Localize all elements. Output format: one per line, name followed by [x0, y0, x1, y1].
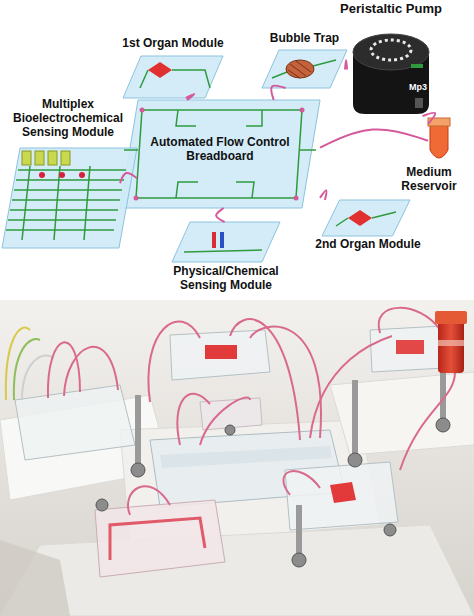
module-label: 1st Organ Module — [108, 37, 238, 51]
sensor-wire — [14, 339, 40, 400]
module-outline — [123, 56, 223, 98]
pink-tubing — [230, 319, 300, 440]
organ-chamber — [205, 345, 237, 359]
organ-channel — [110, 518, 205, 560]
pink-tubing — [379, 308, 440, 333]
acrylic-module — [370, 325, 462, 372]
medium-reservoir: Medium Reservoir — [428, 118, 450, 162]
organ-module: 1st Organ Module — [123, 56, 223, 98]
pink-tubing — [64, 347, 118, 396]
acrylic-module — [95, 500, 225, 577]
pink-tubing — [250, 327, 321, 438]
acrylic-plate — [262, 50, 347, 88]
acrylic-plate — [322, 200, 410, 236]
pink-tubing — [177, 394, 210, 445]
pump-top — [353, 34, 429, 70]
acrylic-module — [200, 398, 262, 430]
module-label: Bubble Trap — [252, 32, 357, 46]
module-outline — [428, 118, 450, 162]
breadboard: Automated Flow Control Breadboard — [120, 100, 320, 208]
reservoir-body — [430, 125, 448, 158]
support-post — [296, 505, 302, 560]
module-label: Physical/Chemical Sensing Module — [150, 265, 302, 293]
module-outline — [345, 24, 437, 116]
photo-background — [0, 300, 474, 616]
pump-rollers — [371, 40, 411, 60]
acrylic-plate — [172, 222, 280, 262]
white-base — [120, 420, 380, 545]
breadboard-label: Automated Flow Control Breadboard — [150, 136, 290, 164]
reservoir-cap — [435, 311, 467, 324]
module-outline — [2, 148, 137, 248]
pink-tubing — [400, 372, 455, 470]
acrylic-plate — [120, 100, 320, 208]
sensing-module: Physical/Chemical Sensing Module — [172, 222, 280, 262]
nut — [225, 425, 235, 435]
tubing-connector — [320, 190, 327, 200]
pump-port — [411, 64, 423, 68]
acrylic-module — [285, 462, 398, 530]
pink-tubing — [283, 471, 320, 495]
acrylic-layer — [160, 446, 332, 468]
nut — [96, 499, 108, 511]
module-outline — [262, 50, 347, 88]
reservoir-cap — [428, 118, 450, 126]
tubing-connector — [216, 208, 224, 222]
sensing-module: Multiplex Bioelectrochemical Sensing Mod… — [2, 148, 137, 248]
pink-tubing — [310, 336, 392, 438]
organ-module: 2nd Organ Module — [322, 200, 410, 236]
bubble-trap-module: Bubble Trap — [262, 50, 347, 88]
organ-chamber — [330, 482, 356, 503]
acrylic-module — [15, 385, 135, 460]
pump-switch — [415, 98, 423, 108]
support-post — [135, 395, 141, 470]
white-base — [0, 525, 474, 616]
module-label: 2nd Organ Module — [308, 238, 428, 252]
pump-module: Peristaltic PumpMp3 — [345, 24, 437, 116]
module-label: Peristaltic Pump — [331, 2, 451, 17]
module-label: Multiplex Bioelectrochemical Sensing Mod… — [2, 98, 134, 139]
white-base — [330, 372, 474, 455]
tubing-connector — [345, 60, 347, 69]
reservoir-tube — [438, 318, 464, 373]
support-post — [440, 370, 446, 425]
nut — [292, 553, 306, 567]
acrylic-breadboard — [150, 430, 345, 507]
pink-tubing — [148, 321, 200, 402]
pink-tubing — [200, 397, 250, 445]
pink-tubing — [128, 486, 170, 515]
module-outline — [172, 222, 280, 262]
white-base — [0, 395, 170, 500]
sensor-wire — [22, 355, 54, 400]
blurred-corner — [0, 540, 70, 616]
support-post — [352, 380, 358, 460]
nut — [131, 463, 145, 477]
acrylic-plate — [123, 56, 223, 98]
nut — [348, 453, 362, 467]
tubing-connector — [320, 129, 428, 147]
pump-model: Mp3 — [403, 82, 433, 92]
nut — [436, 418, 450, 432]
pink-tubing — [48, 342, 80, 398]
reservoir-label — [438, 340, 464, 346]
acrylic-module — [170, 330, 270, 380]
nut — [384, 524, 396, 536]
module-label: Medium Reservoir — [388, 166, 470, 194]
sensor-wire — [6, 328, 30, 400]
acrylic-plate — [2, 148, 137, 248]
organ-chamber — [396, 340, 424, 354]
module-outline — [322, 200, 410, 236]
